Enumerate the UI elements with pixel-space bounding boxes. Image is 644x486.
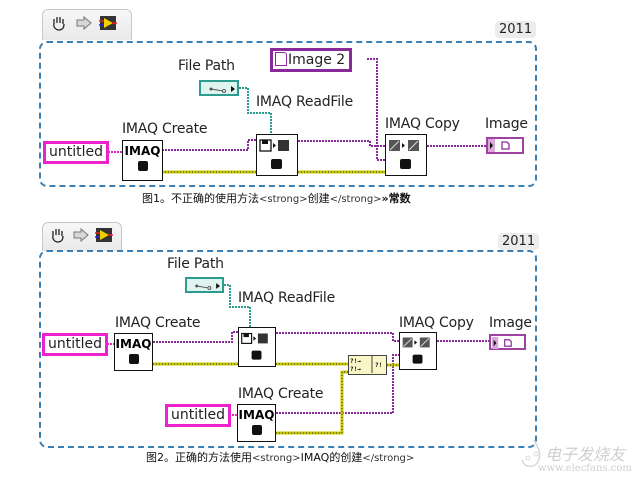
caption-suffix: 常数 xyxy=(388,192,411,205)
wires-figure-1 xyxy=(108,58,486,174)
file-path-control[interactable] xyxy=(185,277,224,293)
readfile-icon xyxy=(241,332,268,360)
caption-middle: IMAQ的创建 xyxy=(300,451,363,464)
arrow-right-icon[interactable] xyxy=(75,15,93,31)
error-wire-dots xyxy=(153,363,399,434)
image-indicator-label: Image xyxy=(485,116,528,132)
imaq-create-node-2[interactable]: IMAQ xyxy=(237,404,276,442)
hand-icon[interactable] xyxy=(49,227,67,243)
image-2-constant[interactable]: Image 2 xyxy=(270,48,353,72)
merge-errors-node[interactable]: ?!→?!→?! xyxy=(348,355,387,375)
imaq-readfile-label: IMAQ ReadFile xyxy=(256,94,354,110)
image-wire xyxy=(153,331,238,343)
toolbar-tab xyxy=(42,9,132,40)
file-path-label: File Path xyxy=(167,256,224,272)
merge-errors-icon: ?!→?!→?! xyxy=(350,356,382,373)
imaq-copy-node[interactable] xyxy=(399,332,437,370)
caption-marker: » xyxy=(381,192,389,205)
image-wire xyxy=(276,354,399,414)
caption-middle: 创建 xyxy=(307,192,330,205)
imaq-create-label: IMAQ Create xyxy=(122,121,208,137)
arrow-right-icon[interactable] xyxy=(72,227,90,243)
image-indicator-icon xyxy=(488,139,510,152)
readfile-icon xyxy=(259,139,289,169)
imaq-copy-node[interactable] xyxy=(385,134,427,176)
caption-prefix: 图2。正确的方法使用 xyxy=(146,451,252,464)
imaq-create-label-2: IMAQ Create xyxy=(238,386,324,402)
imaq-create-node-text: IMAQ xyxy=(238,408,275,422)
diagram-frame xyxy=(39,41,537,187)
imaq-create-label-1: IMAQ Create xyxy=(115,315,201,331)
file-path-control[interactable] xyxy=(199,80,239,96)
caption-tag-close: </strong> xyxy=(362,453,415,464)
image-icon xyxy=(275,52,287,66)
vi-icon[interactable] xyxy=(99,15,117,31)
figure-2-caption: 图2。正确的方法使用<strong>IMAQ的创建</strong> xyxy=(146,449,414,465)
image-wire xyxy=(162,139,256,151)
imaq-create-node[interactable]: IMAQ xyxy=(122,140,163,181)
path-icon xyxy=(209,86,235,93)
caption-tag-close: </strong> xyxy=(329,194,382,205)
caption-tag-open: <strong> xyxy=(259,194,308,205)
create-icon xyxy=(128,354,139,364)
watermark-logo-icon xyxy=(521,439,541,467)
create-icon xyxy=(137,161,148,171)
imaq-create-node-1[interactable]: IMAQ xyxy=(114,333,153,371)
watermark-title: 电子发烧友 xyxy=(545,445,626,464)
vi-icon[interactable] xyxy=(95,227,113,243)
imaq-readfile-node[interactable] xyxy=(238,327,276,367)
image-wire xyxy=(276,332,399,342)
version-badge: 2011 xyxy=(495,21,537,38)
image-indicator[interactable] xyxy=(486,137,524,154)
image-2-text: Image 2 xyxy=(288,52,346,68)
imaq-create-node-text: IMAQ xyxy=(124,144,161,158)
path-wire xyxy=(224,284,251,327)
svg-text:?!→: ?!→ xyxy=(350,358,361,365)
svg-text:?!: ?! xyxy=(375,362,382,369)
svg-text:?!→: ?!→ xyxy=(350,366,361,373)
caption-tag-open: <strong> xyxy=(252,453,301,464)
version-badge: 2011 xyxy=(498,233,540,250)
file-path-label: File Path xyxy=(178,58,235,74)
untitled-string-constant-1[interactable]: untitled xyxy=(42,333,109,356)
watermark-url: www.elecfans.com xyxy=(538,463,632,474)
path-icon xyxy=(195,283,221,290)
imaq-copy-label: IMAQ Copy xyxy=(399,315,474,331)
imaq-copy-label: IMAQ Copy xyxy=(385,116,460,132)
imaq-readfile-node[interactable] xyxy=(256,134,298,176)
untitled-string-constant-2[interactable]: untitled xyxy=(165,404,232,427)
image-indicator-label: Image xyxy=(489,315,532,331)
untitled-string-constant[interactable]: untitled xyxy=(43,141,110,164)
hand-icon[interactable] xyxy=(50,15,68,31)
figure-1-caption: 图1。不正确的使用方法<strong>创建</strong>»常数 xyxy=(142,190,411,206)
image-indicator-icon xyxy=(491,337,512,349)
image-indicator[interactable] xyxy=(489,334,526,350)
imaq-create-node-text: IMAQ xyxy=(115,337,152,351)
create-icon xyxy=(251,425,262,435)
diagram-frame xyxy=(39,250,537,448)
path-wire xyxy=(239,87,272,135)
image-wire xyxy=(367,58,385,161)
copy-icon xyxy=(402,337,430,364)
copy-icon xyxy=(389,140,419,169)
imaq-readfile-label: IMAQ ReadFile xyxy=(238,290,336,306)
toolbar-tab xyxy=(42,222,122,251)
caption-prefix: 图1。不正确的使用方法 xyxy=(142,192,259,205)
